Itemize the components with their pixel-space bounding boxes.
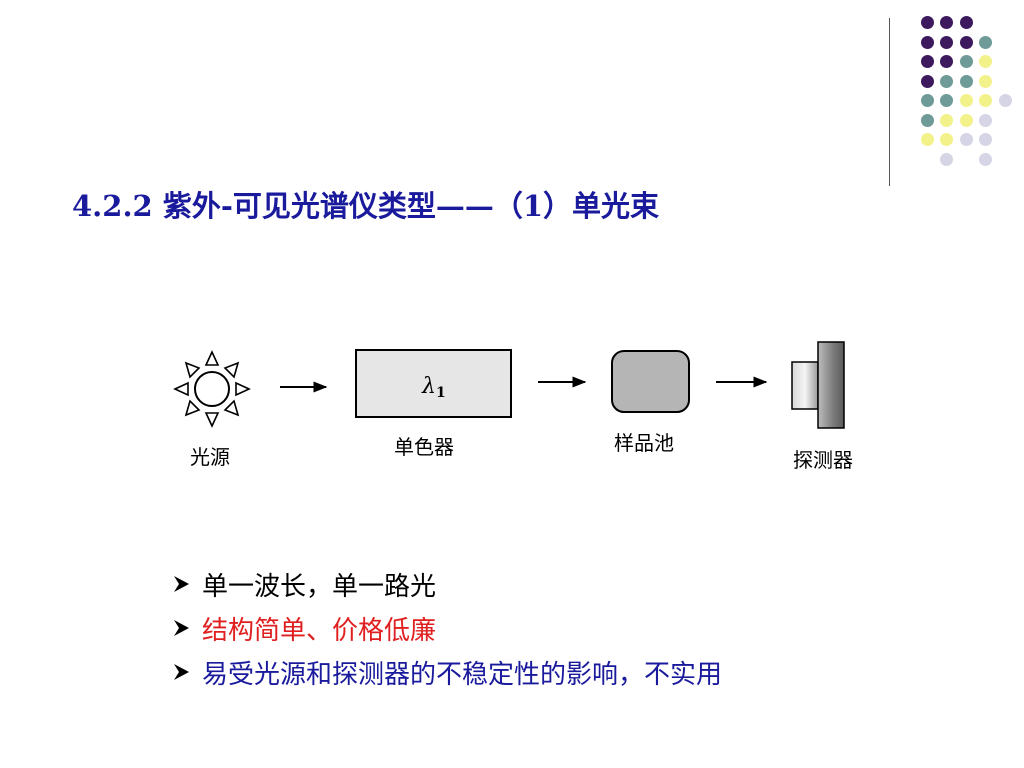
decorative-dot — [959, 113, 973, 127]
light-source-label: 光源 — [190, 445, 230, 469]
detector-icon — [791, 341, 845, 429]
bullet-item-3: 易受光源和探测器的不稳定性的影响，不实用 — [170, 650, 722, 694]
decorative-dot — [959, 55, 973, 68]
decorative-dot — [959, 133, 973, 146]
decorative-dot — [940, 133, 953, 146]
decorative-dot — [979, 35, 992, 49]
decorative-dot — [940, 113, 953, 127]
decorative-dot — [920, 55, 934, 68]
decorative-dot — [920, 35, 934, 49]
decorative-dot — [920, 16, 934, 29]
decorative-dot — [920, 74, 934, 88]
decorative-dot — [940, 35, 953, 49]
decorative-divider-line — [889, 18, 890, 186]
decorative-dot — [959, 35, 973, 49]
decorative-dot — [979, 113, 992, 127]
decorative-dot — [979, 94, 992, 107]
monochromator-box — [355, 349, 512, 418]
bullet-text: 结构简单、价格低廉 — [202, 615, 437, 646]
bullet-item-1: 单一波长，单一路光 — [170, 562, 722, 606]
light-source-icon — [173, 350, 251, 428]
decorative-dot — [920, 94, 934, 107]
detector-label: 探测器 — [793, 448, 853, 472]
decorative-dot — [979, 133, 992, 146]
arrowhead-bullet-icon — [174, 664, 189, 680]
decorative-dot — [940, 74, 953, 88]
monochromator-subscript: 1 — [436, 385, 446, 401]
decorative-dot — [920, 133, 934, 146]
slide-title: 4.2.2 紫外-可见光谱仪类型——（1）单光束 — [72, 189, 660, 223]
bullet-list: 单一波长，单一路光 结构简单、价格低廉 易受光源和探测器的不稳定性的影响，不实用 — [170, 562, 722, 694]
decorative-dot — [920, 113, 934, 127]
decorative-dot — [998, 94, 1012, 107]
arrowhead-bullet-icon — [174, 576, 189, 592]
decorative-dot — [979, 74, 992, 88]
sample-cell-label: 样品池 — [614, 431, 674, 455]
monochromator-symbol: λ1 — [421, 374, 446, 401]
decorative-dot — [959, 74, 973, 88]
decorative-dot — [940, 16, 953, 29]
decorative-dot — [940, 94, 953, 107]
bullet-text: 易受光源和探测器的不稳定性的影响，不实用 — [202, 659, 723, 690]
bullet-text: 单一波长，单一路光 — [202, 571, 437, 602]
decorative-dot — [979, 55, 992, 68]
monochromator-label: 单色器 — [394, 435, 454, 459]
decorative-dot — [979, 152, 992, 166]
decorative-dot — [959, 94, 973, 107]
decorative-dot — [959, 16, 973, 29]
arrowhead-bullet-icon — [174, 620, 189, 636]
sample-cell-box — [611, 350, 690, 413]
decorative-dot — [940, 55, 953, 68]
decorative-dot — [940, 152, 953, 166]
bullet-item-2: 结构简单、价格低廉 — [170, 606, 722, 650]
